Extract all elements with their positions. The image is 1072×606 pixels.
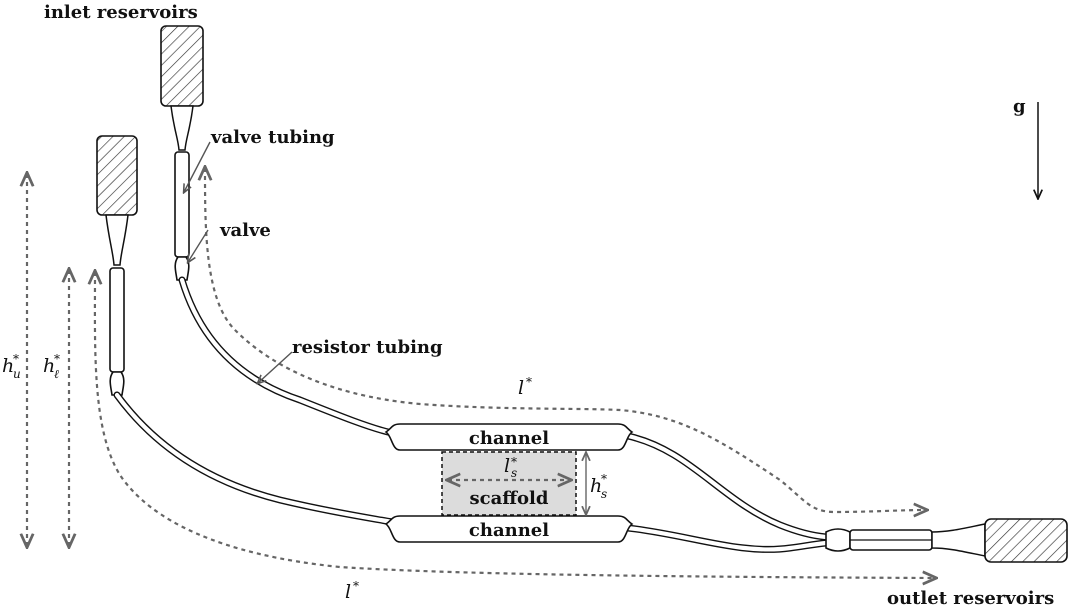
l-lower-arrow (95, 272, 935, 578)
symbol-h-s: h s * (590, 472, 607, 501)
svg-text:s: s (601, 487, 607, 501)
dimension-arrows (27, 168, 935, 578)
svg-text:s: s (511, 466, 517, 480)
svg-text:l: l (345, 581, 351, 603)
channel-lower-label: channel (469, 520, 549, 541)
svg-text:h: h (590, 475, 602, 497)
symbol-h-l: h ℓ * (43, 352, 60, 381)
svg-text:*: * (511, 455, 517, 469)
symbol-l-upper: l * (518, 375, 532, 399)
svg-text:*: * (353, 579, 359, 593)
outlet-reservoirs-label: outlet reservoirs (887, 588, 1054, 606)
resistor-tubing-pointer (258, 351, 293, 383)
lower-inlet-assembly (96, 135, 138, 396)
outlet-taper (931, 523, 986, 557)
outlet-assembly (825, 518, 1068, 563)
valve-pointer (188, 229, 209, 262)
svg-text:u: u (13, 367, 21, 381)
gravity-label: g (1013, 96, 1026, 117)
symbol-l-s: l s * (504, 455, 517, 480)
resistor-tubing-label: resistor tubing (292, 337, 443, 358)
svg-text:l: l (518, 377, 524, 399)
upper-inlet-reservoir (160, 25, 204, 107)
lower-inlet-taper (105, 214, 129, 266)
symbol-l-lower: l * (345, 579, 359, 603)
scaffold-label: scaffold (470, 488, 549, 509)
svg-text:*: * (54, 352, 60, 366)
lower-valve-tubing (109, 267, 125, 373)
channel-upper-label: channel (469, 428, 549, 449)
valve-tubing-pointer (184, 141, 211, 192)
outlet-reservoir (984, 518, 1068, 563)
lower-inlet-reservoir (96, 135, 138, 216)
svg-text:h: h (43, 355, 55, 377)
symbol-h-u: h u * (2, 352, 21, 381)
svg-text:*: * (601, 472, 607, 486)
svg-text:*: * (13, 352, 19, 366)
inlet-reservoirs-label: inlet reservoirs (44, 2, 198, 23)
upper-inlet-assembly (160, 25, 204, 281)
upper-valve-tubing (174, 151, 190, 258)
outlet-valve (825, 528, 851, 552)
valve-tubing-label: valve tubing (210, 127, 335, 148)
upper-inlet-taper (170, 105, 194, 151)
valve-label: valve (219, 220, 271, 241)
svg-text:l: l (504, 455, 510, 477)
svg-text:ℓ: ℓ (54, 367, 59, 381)
svg-text:h: h (2, 355, 14, 377)
svg-text:*: * (526, 375, 532, 389)
